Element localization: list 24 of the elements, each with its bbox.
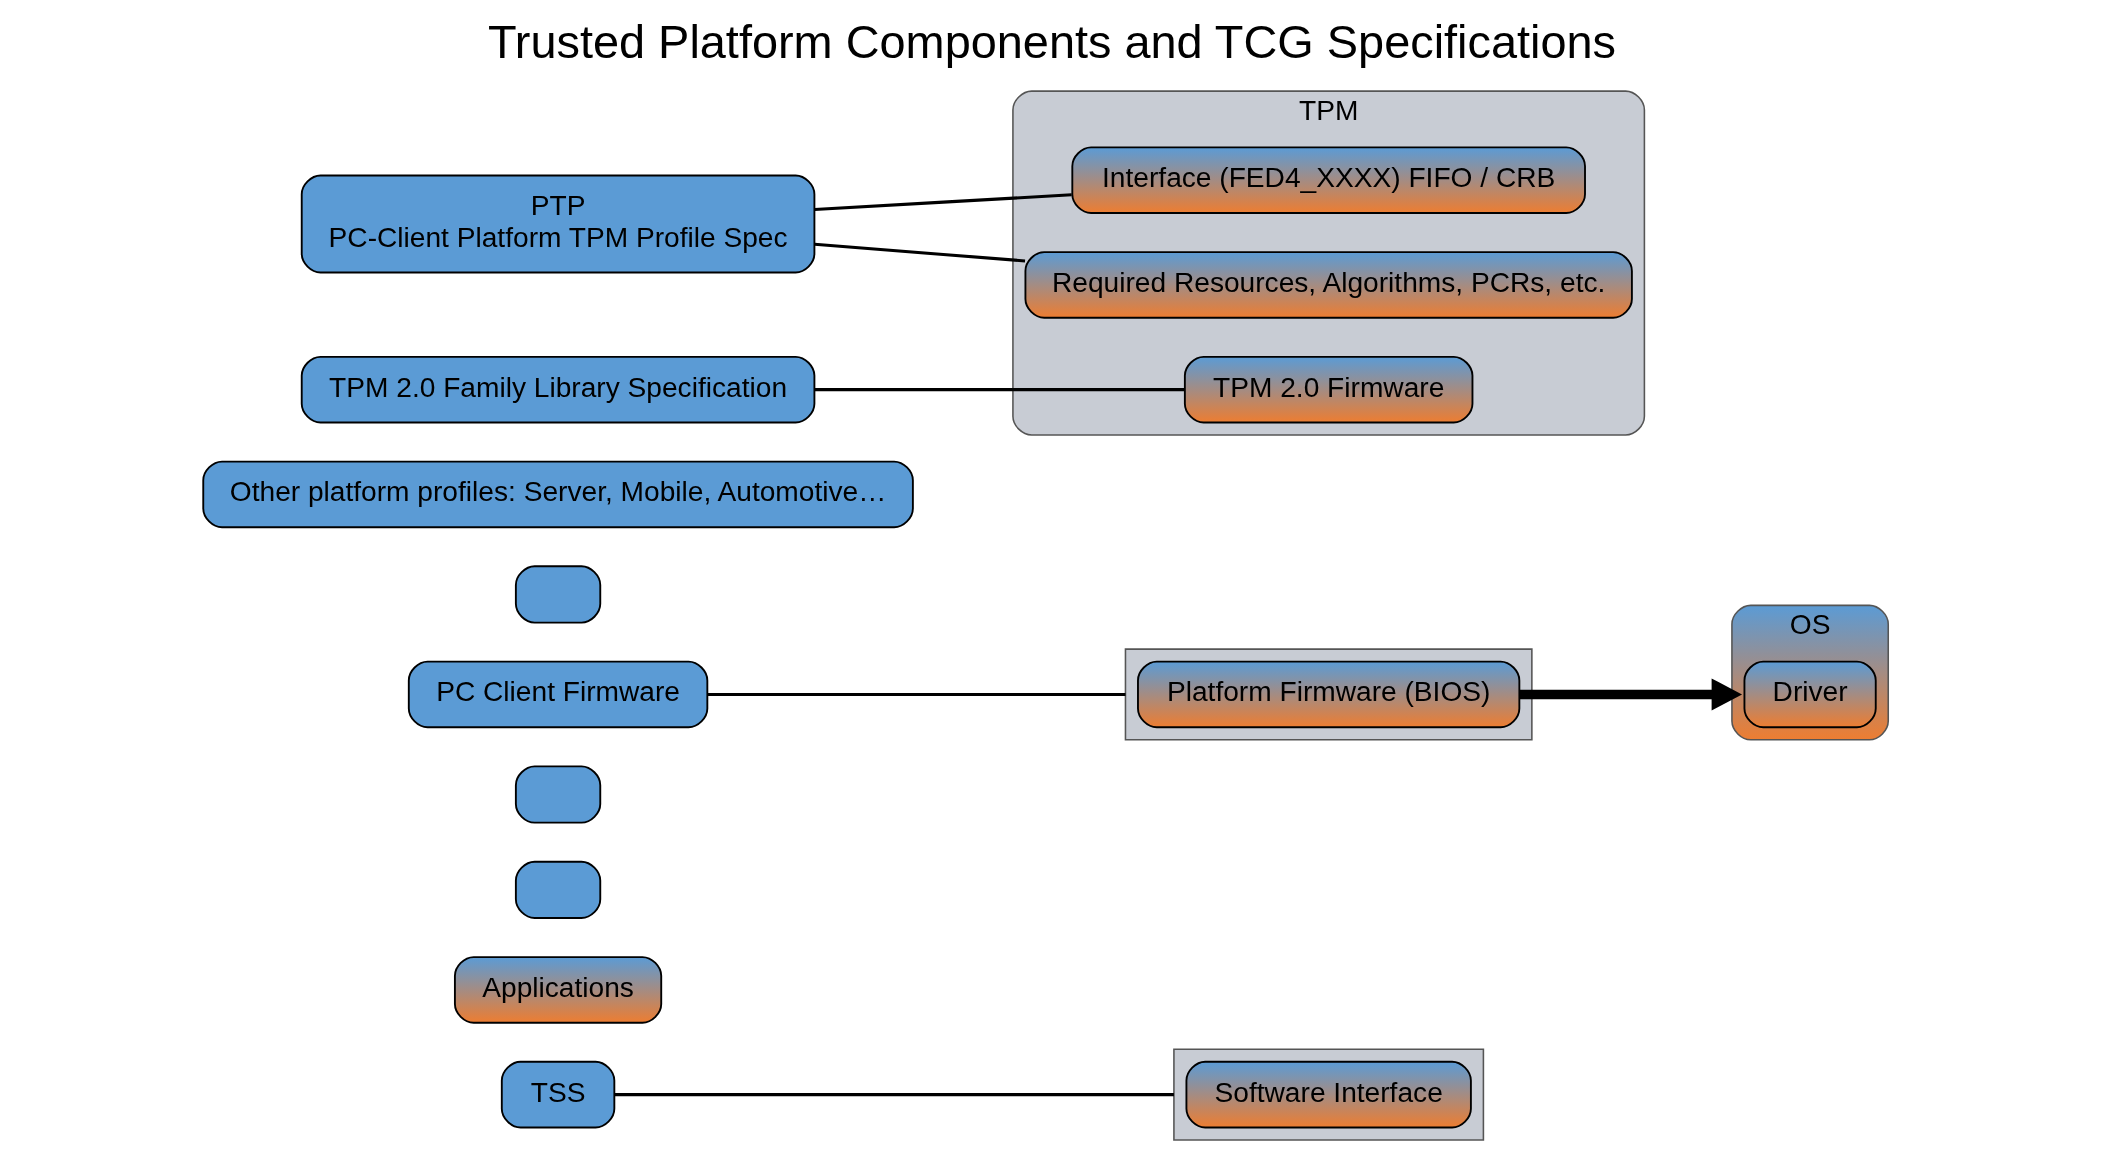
node-box: Interface (FED4_XXXX) FIFO / CRB (1071, 146, 1586, 214)
node-box: Required Resources, Algorithms, PCRs, etc. (1024, 251, 1633, 319)
cluster (1173, 1048, 1485, 1141)
arrow (1519, 678, 1743, 711)
connector (707, 692, 1126, 697)
node-box: PTP PC-Client Platform TPM Profile Spec (300, 174, 816, 274)
cluster (1124, 648, 1533, 741)
node-box: Other platform profiles: Server, Mobile, Automotive… (202, 460, 914, 529)
node-box: TPM 2.0 Firmware (1183, 355, 1474, 424)
node-box: Software Interface (1185, 1060, 1472, 1129)
node-box: Applications (453, 956, 663, 1024)
node-box (514, 860, 602, 919)
node-box: TSS (500, 1060, 616, 1129)
connector (614, 1093, 1174, 1097)
node-box: Platform Firmware (BIOS) (1137, 660, 1521, 729)
connector (814, 242, 1026, 263)
connector (814, 193, 1072, 212)
node-box: PC Client Firmware (407, 660, 709, 729)
diagram-title: Trusted Platform Components and TCG Specifications (487, 16, 1617, 69)
node-box: Driver (1743, 660, 1877, 729)
node-box: TPM 2.0 Family Library Specification (300, 355, 816, 424)
node-box (514, 765, 602, 824)
node-box (514, 565, 602, 624)
connector (814, 388, 1185, 392)
